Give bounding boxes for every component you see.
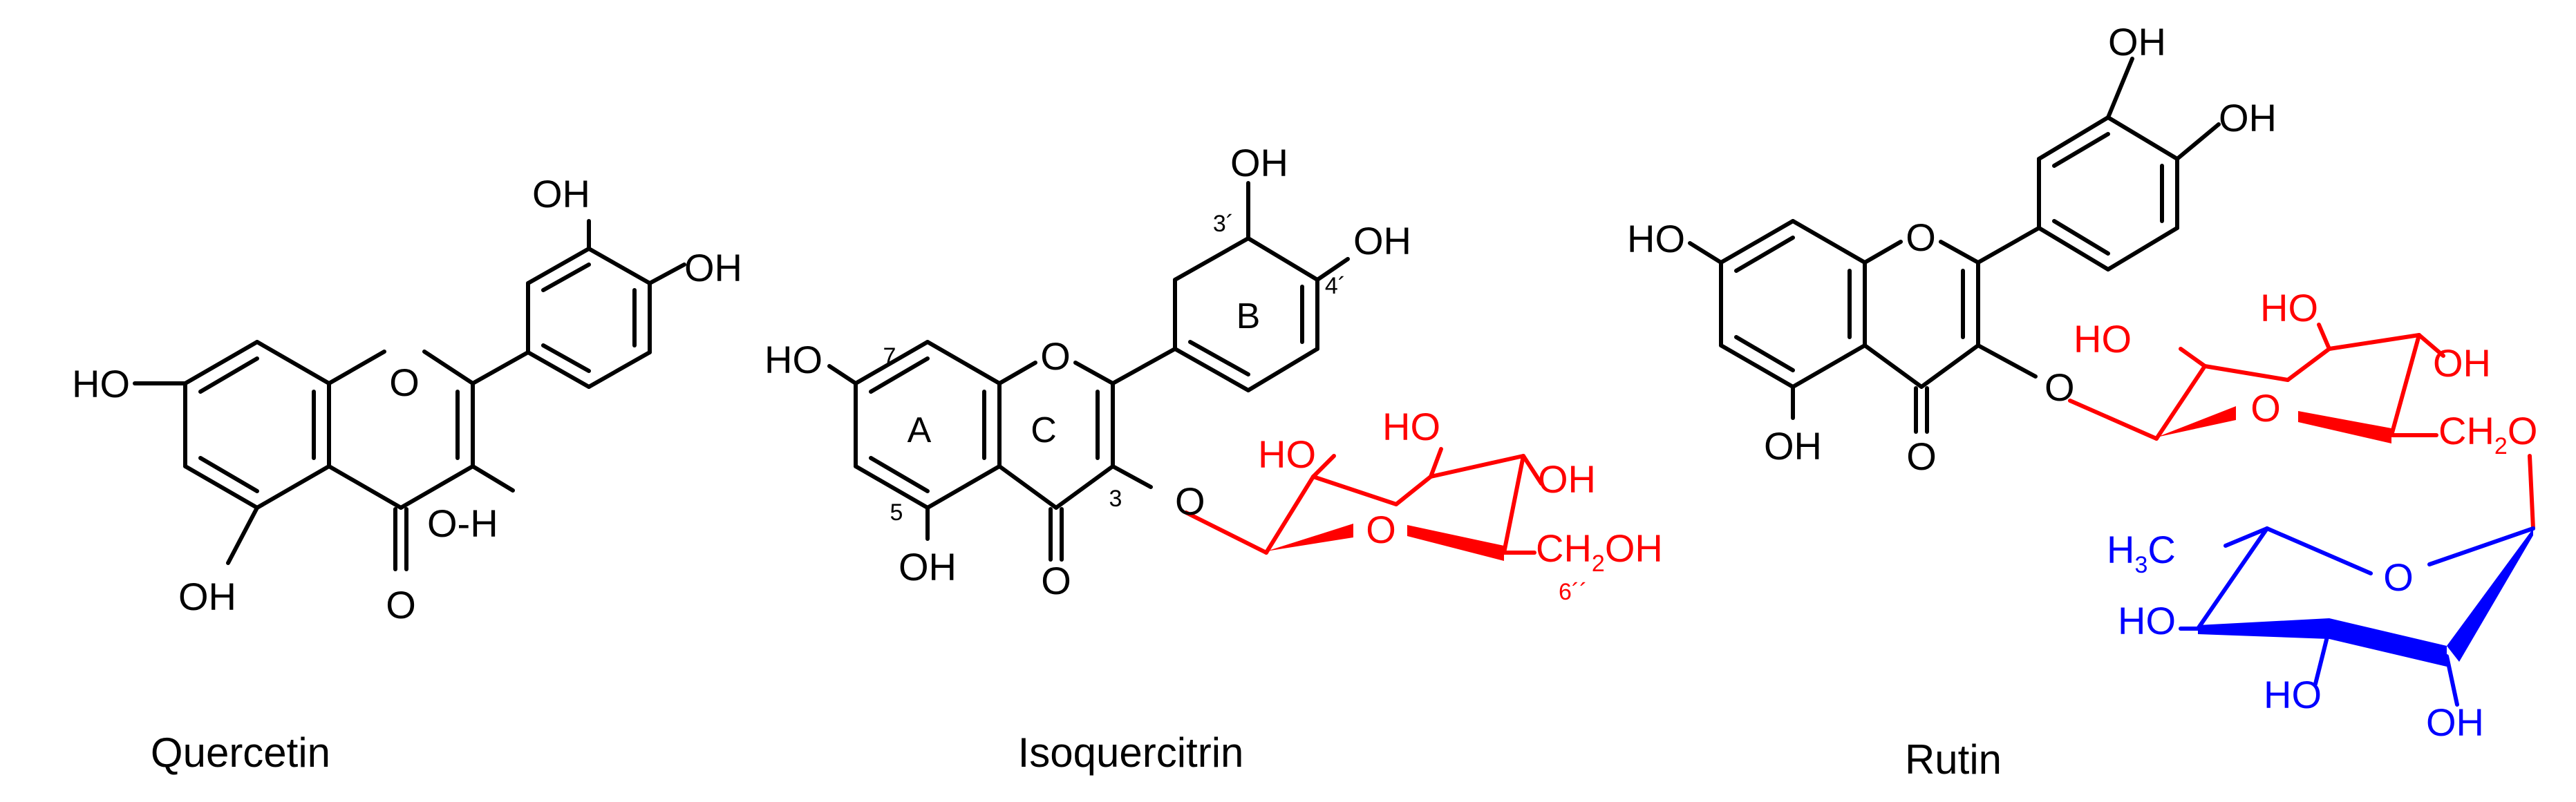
glucose-wedge-c1 (1266, 524, 1353, 551)
glucose-2-hydroxyl: HO (1258, 432, 1316, 476)
isoquercitrin-ring-oxygen: O (1040, 334, 1071, 378)
quercetin-carbonyl-oxygen: O (386, 583, 416, 627)
ring-b-label: B (1237, 296, 1261, 336)
quercetin-4prime-hydroxyl: OH (684, 246, 742, 289)
rutin-ring-oxygen: O (1906, 216, 1936, 259)
quercetin-7-hydroxyl: HO (72, 362, 130, 405)
glucose-ch2oh-group: CH2OH (1536, 526, 1663, 577)
rutin-glucose-ch2o-group: CH2O (2438, 409, 2537, 459)
isoquercitrin-3prime-hydroxyl: OH (1230, 141, 1288, 184)
position-7-label: 7 (883, 343, 896, 370)
quercetin-ring-oxygen: O (389, 361, 420, 404)
rutin-3prime-hydroxyl: OH (2108, 20, 2166, 64)
rutin-glucose-wedge-c1 (2156, 406, 2236, 437)
glucose-ring-oxygen: O (1366, 508, 1396, 551)
isoquercitrin-7-hydroxyl: HO (764, 338, 822, 381)
isoquercitrin-5-hydroxyl: OH (899, 545, 957, 589)
rutin-structure: O O O OH HO OH OH HO HO OH O CH2O H3C O … (1627, 20, 2537, 744)
glucose-4-hydroxyl: OH (1538, 457, 1596, 501)
ring-a-label: A (908, 410, 932, 450)
position-6dprime-label: 6´´ (1559, 579, 1588, 605)
rutin-4prime-hydroxyl: OH (2219, 96, 2277, 140)
quercetin-3prime-hydroxyl: OH (532, 172, 590, 216)
rutin-glucose-2-hydroxyl: HO (2074, 317, 2132, 361)
rutin-glucose-3-hydroxyl: HO (2260, 286, 2318, 330)
rutin-rhamnose-methyl: H3C (2107, 528, 2176, 578)
glucose-3-hydroxyl: HO (1382, 405, 1440, 448)
rutin-glycosidic-oxygen: O (2044, 365, 2075, 409)
glucose-wedge-c5 (1407, 525, 1504, 561)
rutin-rhamnose-4-hydroxyl: HO (2118, 599, 2176, 642)
quercetin-structure: O O O-H OH HO OH OH (72, 172, 742, 627)
rutin-glucose-4-hydroxyl: OH (2433, 341, 2491, 385)
isoquercitrin-title: Isoquercitrin (1018, 729, 1244, 776)
quercetin-title: Quercetin (151, 729, 330, 776)
rhamnose-wedge-c4 (2198, 618, 2329, 639)
rutin-5-hydroxyl: OH (1764, 424, 1822, 468)
isoquercitrin-structure: O O O OH HO OH OH A C B 7 5 3 3´ 4´ HO H… (764, 141, 1663, 605)
rutin-rhamnose-ring-oxygen: O (2383, 555, 2414, 599)
ring-c-label: C (1031, 410, 1057, 450)
rutin-glucose-ring (2068, 323, 2445, 441)
rutin-rhamnose-3-hydroxyl: HO (2264, 673, 2322, 716)
rutin-glucose-wedge-c5 (2298, 411, 2391, 443)
position-4prime-label: 4´ (1325, 273, 1346, 299)
quercetin-3-hydroxyl: O-H (427, 502, 498, 545)
isoquercitrin-4prime-hydroxyl: OH (1353, 219, 1411, 262)
rhamnose-wedge-c3 (2329, 618, 2447, 667)
isoquercitrin-carbonyl-oxygen: O (1041, 559, 1071, 602)
position-3prime-label: 3´ (1213, 211, 1234, 237)
rutin-carbonyl-oxygen: O (1906, 435, 1937, 478)
isoquercitrin-glucose-ring (1184, 447, 1543, 555)
rhamnose-wedge-c1 (2447, 528, 2533, 662)
rutin-glucose-ring-oxygen: O (2250, 386, 2281, 430)
rutin-rhamnose-ring (2179, 526, 2535, 707)
isoquercitrin-glycosidic-oxygen: O (1175, 479, 1205, 523)
rutin-title: Rutin (1905, 736, 2002, 783)
position-3-label: 3 (1109, 486, 1122, 512)
quercetin-5-hydroxyl: OH (178, 575, 236, 618)
rutin-rhamnose-2-hydroxyl: OH (2426, 700, 2484, 744)
rutin-7-hydroxyl: HO (1627, 217, 1685, 260)
position-5-label: 5 (890, 499, 903, 526)
